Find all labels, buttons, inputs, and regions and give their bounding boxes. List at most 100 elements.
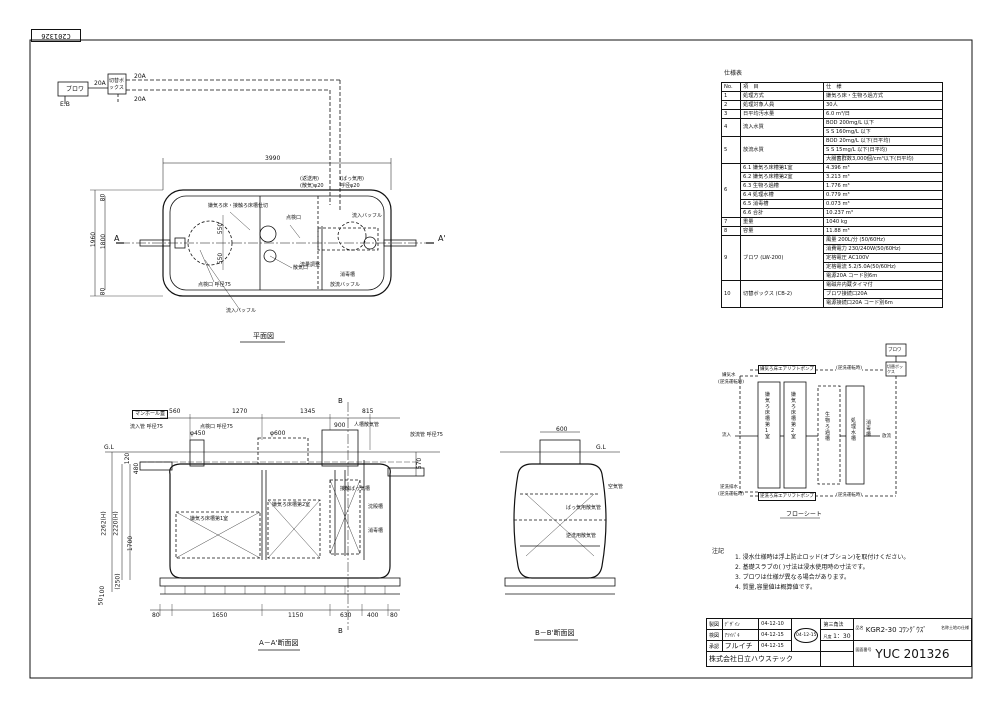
section-bb bbox=[500, 431, 620, 641]
flow-tank-2 bbox=[783, 381, 807, 489]
tb-date: 04-12-10 bbox=[758, 618, 793, 630]
section-aa bbox=[105, 402, 440, 651]
spec-subno: 6.4 bbox=[743, 191, 752, 198]
spec-cell: 2 bbox=[721, 100, 741, 110]
tb-row-label: 承認 bbox=[706, 640, 723, 652]
spec-cell: 重量 bbox=[740, 217, 824, 227]
flow-tank-label-3: 生物ろ過槽 bbox=[825, 412, 831, 442]
flow-left-1b: (逆洗運転時) bbox=[718, 380, 745, 385]
plan-label-air-2: (ばっ気用) bbox=[340, 176, 364, 182]
spec-cell: 6 bbox=[721, 163, 741, 218]
spec-cell: 定格電流 5.2/5.0A(50/60Hz) bbox=[823, 262, 943, 272]
bb-gl: G.L bbox=[596, 444, 606, 451]
note-4: 4. 質量,容量値は概算値です。 bbox=[735, 584, 816, 591]
tb-row: 株式会社日立ハウステック bbox=[705, 651, 972, 667]
plan-overall-length: 3990 bbox=[265, 155, 281, 162]
plan-cable-2: 20A bbox=[134, 73, 146, 80]
note-1: 1. 浸水仕様時は浮上防止ロッド(オプション)を取付けください。 bbox=[735, 554, 910, 561]
spec-cell: 0.073 m³ bbox=[823, 199, 943, 209]
spec-cell: 5 bbox=[721, 136, 741, 164]
aa-tank-body bbox=[169, 463, 391, 579]
aa-inspect-75: 点検口 呼径75 bbox=[200, 424, 233, 430]
bb-tank-body bbox=[513, 463, 607, 579]
spec-cell: 3.213 m³ bbox=[823, 172, 943, 182]
tb-name: 土地の仕様 bbox=[949, 624, 969, 630]
blower-box bbox=[57, 81, 89, 97]
spec-cell: 大腸菌群数3,000個/cm³以下(日平均) bbox=[823, 154, 943, 164]
plan-label-air-dia-1: (散気)φ20 bbox=[300, 183, 324, 189]
flow-left-2: 流入 bbox=[722, 433, 731, 438]
spec-cell: 電磁弁内蔵タイマ付 bbox=[823, 280, 943, 290]
plan-switch-label: 切替ボックス bbox=[109, 78, 125, 91]
aa-dim-1700: 1700 bbox=[127, 535, 135, 552]
bb-label-1: 空気管 bbox=[608, 484, 624, 490]
flow-tank-4 bbox=[845, 385, 865, 485]
tb-drawing-cell: 図面番号 YUC 201326 bbox=[852, 640, 973, 667]
aa-top-dim-3: 1345 bbox=[300, 408, 316, 415]
bb-label-3: 逆洗用散気管 bbox=[566, 533, 597, 539]
plan-cable-1: 20A bbox=[94, 80, 106, 87]
aa-top-dim-2: 1270 bbox=[232, 408, 248, 415]
aa-dim-50: 50 bbox=[97, 597, 105, 606]
tb-scale: 1：30 bbox=[833, 632, 851, 640]
aa-chamber-1: 嫌気ろ床槽第1室 bbox=[190, 516, 229, 522]
tb-role: フルイチ bbox=[721, 640, 760, 652]
flow-tank-label-5: 消毒槽 bbox=[866, 420, 872, 438]
plan-label-outflow: 流量調整 bbox=[300, 262, 321, 268]
aa-dim-250: (250) bbox=[114, 573, 122, 590]
aa-dim-900: 900 bbox=[334, 422, 346, 429]
spec-cell: 30人 bbox=[823, 100, 943, 110]
plan-power-label: E.B bbox=[60, 101, 70, 108]
plan-label-inspect-1: 点検口 bbox=[286, 215, 302, 221]
tb-row-label: 検図 bbox=[706, 629, 723, 641]
bb-title: B－B'断面図 bbox=[535, 629, 575, 637]
plan-label-inspect-2: 消毒槽 bbox=[340, 272, 356, 278]
switch-box bbox=[107, 73, 127, 95]
aa-manhole: マンホール蓋 bbox=[132, 410, 169, 419]
aa-outlet-pipe: 放流管 呼径75 bbox=[410, 432, 443, 438]
spec-cell: 3 bbox=[721, 109, 741, 119]
plan-label-air-1: (返送用) bbox=[300, 176, 319, 182]
spec-cell: 処理方式 bbox=[740, 91, 824, 101]
aa-top-dim-4: 815 bbox=[362, 408, 374, 415]
spec-cell: 風量 200L/分 (50/60Hz) bbox=[823, 235, 943, 245]
tb-scale-cell: 尺度 1：30 bbox=[820, 629, 854, 641]
aa-dim-120: 120 bbox=[124, 452, 132, 465]
tb-model-label: 品名 bbox=[855, 624, 864, 630]
aa-dim-2220: 2220(H) bbox=[112, 511, 120, 536]
spec-cell: ブロワ (LW-200) bbox=[740, 235, 824, 281]
aa-dim-2262: 2262(H) bbox=[100, 511, 108, 536]
flow-left-3: 逆洗排水 bbox=[720, 485, 738, 490]
tb-stamp-cell: 04-12-15 bbox=[791, 618, 822, 652]
flow-sheet-title: フローシート bbox=[786, 511, 822, 518]
inlet-pipe bbox=[139, 239, 171, 247]
flow-tank-label-2: 嫌気ろ床槽第2室 bbox=[791, 392, 797, 440]
plan-label-baffle: 流入バッフル bbox=[352, 213, 383, 219]
aa-dim-100: 100 bbox=[99, 585, 107, 598]
plan-label-air-dia-2: 呼径φ20 bbox=[340, 183, 360, 189]
spec-cell: 放流水質 bbox=[740, 136, 824, 164]
plan-tank-outer bbox=[162, 189, 392, 297]
spec-cell: S S 160mg/L 以下 bbox=[823, 127, 943, 137]
tb-row: 検図 ｱﾂｲﾊﾟｷ 04-12-15 尺度 1：30 bbox=[706, 629, 972, 641]
aa-gl: G.L bbox=[104, 444, 114, 451]
spec-subitem: 嫌気ろ床槽第2室 bbox=[752, 173, 793, 180]
spec-cell: 8 bbox=[721, 226, 741, 236]
bb-label-2: ばっ気用散気管 bbox=[566, 505, 602, 511]
plan-overall-width: 1960 bbox=[90, 231, 98, 248]
flow-top-pump: 嫌気ろ床エアリフトポンプ bbox=[758, 365, 816, 374]
plan-view bbox=[57, 73, 434, 343]
spec-subno: 6.3 bbox=[743, 182, 752, 189]
spec-header-row: No. 項 目 仕 様 bbox=[721, 82, 943, 92]
